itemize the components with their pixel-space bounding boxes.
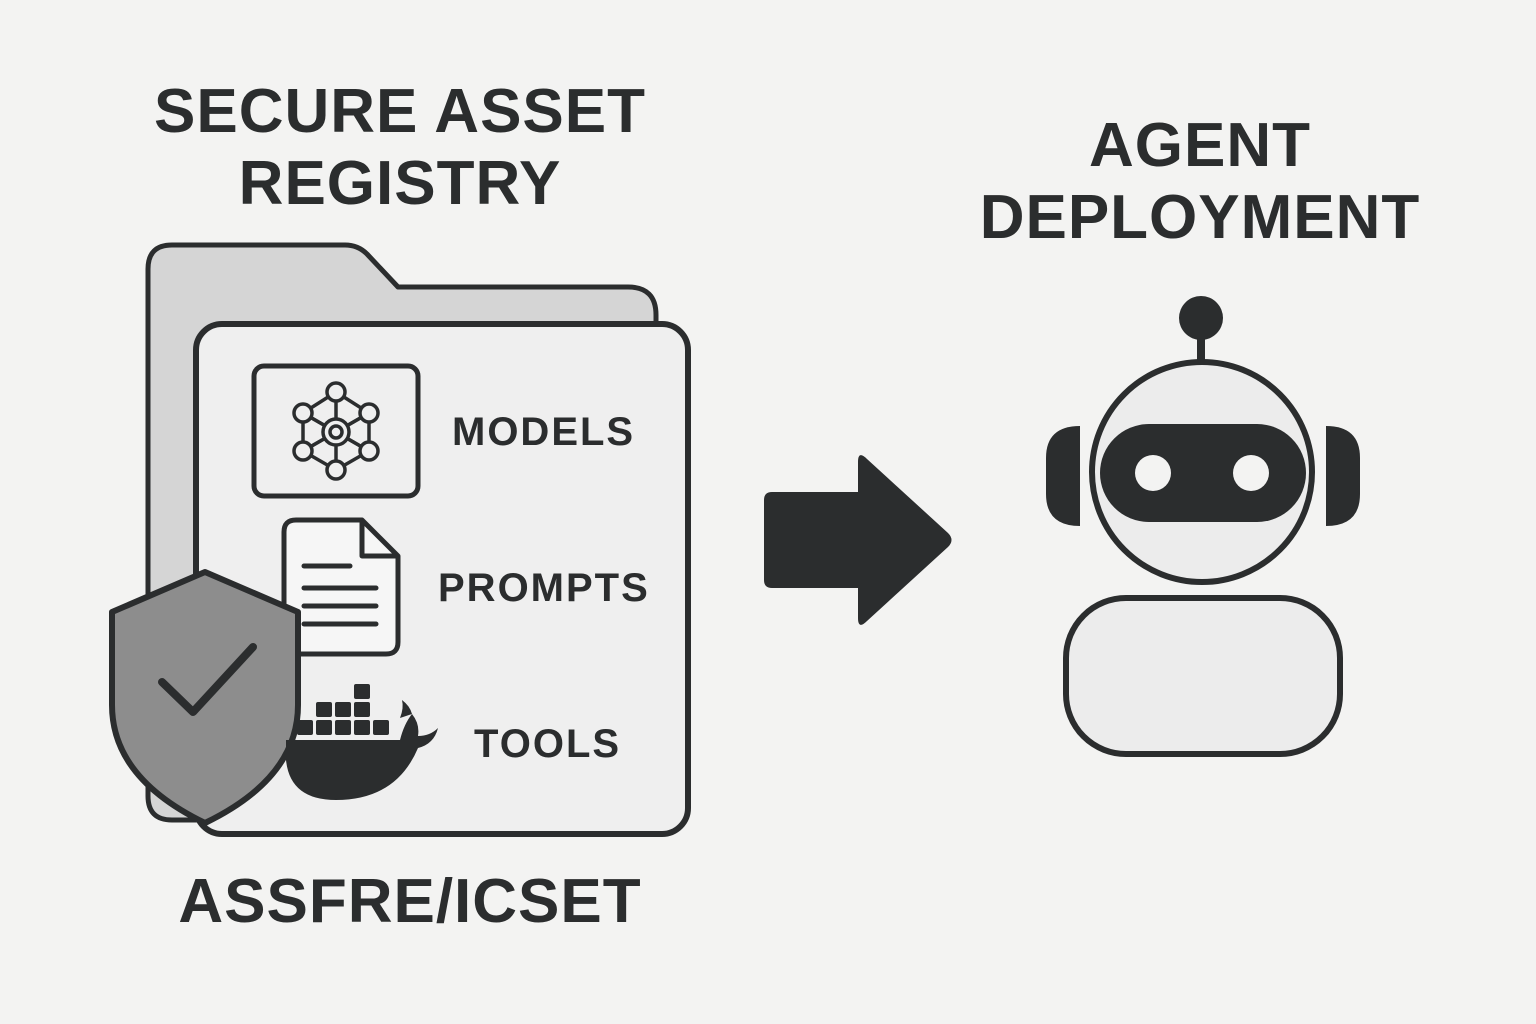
document-icon bbox=[281, 517, 401, 657]
registry-title-line2: REGISTRY bbox=[238, 149, 562, 218]
robot-ear-right bbox=[1326, 426, 1360, 526]
container-whale-icon bbox=[286, 684, 438, 800]
neural-network-icon bbox=[251, 363, 421, 499]
robot-body bbox=[1063, 595, 1343, 757]
robot-eye-left bbox=[1135, 455, 1171, 491]
registry-title-line1: SECURE ASSET bbox=[153, 77, 646, 146]
robot-icon bbox=[1046, 296, 1360, 757]
deployment-title-line2: DEPLOYMENT bbox=[979, 183, 1421, 252]
tools-label: TOOLS bbox=[474, 722, 622, 766]
shield-check-icon bbox=[109, 569, 301, 826]
robot-visor bbox=[1100, 424, 1306, 522]
robot-eye-right bbox=[1233, 455, 1269, 491]
registry-title: SECURE ASSET REGISTRY bbox=[130, 76, 670, 220]
robot-ear-left bbox=[1046, 426, 1080, 526]
deployment-title-line1: AGENT bbox=[1089, 111, 1311, 180]
prompts-label: PROMPTS bbox=[438, 566, 650, 610]
footer-label: ASSFRE/ICSET bbox=[178, 867, 642, 936]
deployment-title: AGENT DEPLOYMENT bbox=[960, 110, 1440, 254]
models-label: MODELS bbox=[452, 410, 636, 454]
right-arrow-icon bbox=[764, 455, 952, 625]
robot-antenna-stem bbox=[1197, 336, 1205, 368]
robot-antenna-ball bbox=[1179, 296, 1223, 340]
